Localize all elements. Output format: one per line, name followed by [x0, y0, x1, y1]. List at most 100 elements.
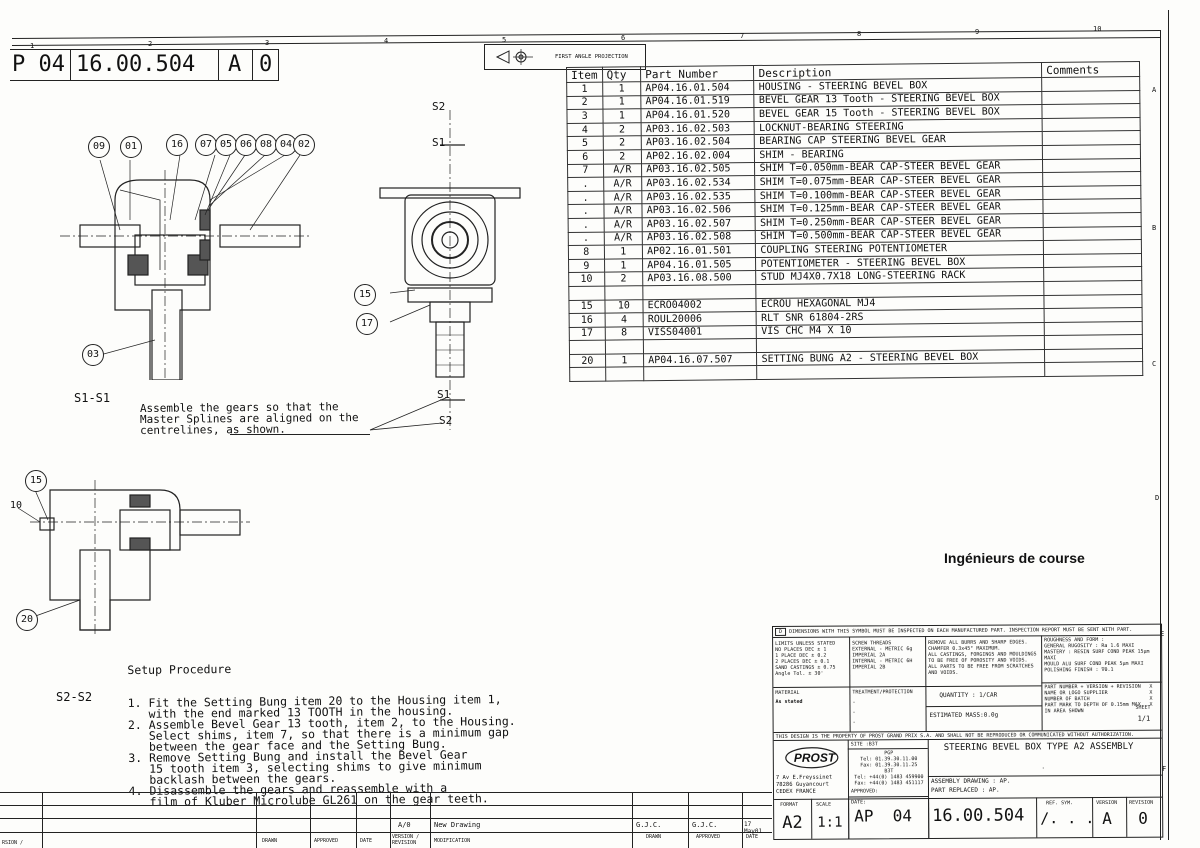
- cell-comments: [1043, 212, 1142, 228]
- cell-qty: A/R: [603, 217, 643, 232]
- cell-item: 5: [567, 136, 603, 151]
- inspection-symbol: D: [775, 627, 787, 636]
- cell-qty: A/R: [603, 231, 643, 246]
- rev-vline-2: [256, 792, 257, 848]
- cell-qty: 2: [602, 136, 642, 151]
- date-label: DATE:: [851, 799, 867, 806]
- rev-vline-4: [356, 792, 357, 848]
- version-value: A: [1102, 808, 1112, 828]
- balloon-05: 05: [215, 134, 237, 156]
- cell-item: 2: [566, 95, 603, 110]
- rev-vline-6: [430, 792, 431, 848]
- header-version: A: [228, 52, 242, 77]
- cell-item: .: [568, 218, 604, 233]
- inspection-note: D DIMENSIONS WITH THIS SYMBOL MUST BE IN…: [775, 626, 1155, 636]
- tb-hline-3: [925, 705, 1042, 708]
- cell-item: .: [567, 190, 604, 205]
- cell-comments: [1042, 185, 1141, 200]
- header-prefix: P 04: [12, 52, 65, 77]
- cell-qty: 1: [605, 353, 644, 368]
- procedure-title: Setup Procedure: [127, 661, 232, 678]
- parts-list-table: Item Qty Part Number Description Comment…: [566, 61, 1143, 382]
- cell-part-number: [642, 284, 757, 300]
- tb-vline-9: [848, 798, 850, 839]
- header-divider-2: [218, 50, 219, 80]
- section-s2-label: S2-S2: [56, 690, 93, 704]
- rev-label-date: DATE: [360, 838, 373, 844]
- rev-approved: G.J.C.: [692, 821, 718, 829]
- cell-part-number: [643, 365, 758, 381]
- section-s1-label: S1-S1: [74, 391, 111, 405]
- cell-item: 6: [567, 150, 604, 165]
- tolerance-line: Angle Tol. ± 30': [775, 670, 824, 677]
- rev-vline-5: [390, 792, 391, 848]
- cell-qty: 1: [604, 258, 643, 273]
- label-s1-top: S1: [432, 136, 446, 149]
- inspection-text: DIMENSIONS WITH THIS SYMBOL MUST BE INSP…: [789, 626, 1133, 635]
- treatment-label: TREATMENT/PROTECTION: [852, 689, 913, 696]
- balloon-08: 08: [255, 134, 277, 156]
- rev-label-approved-2: APPROVED: [696, 834, 721, 840]
- cell-qty: 1: [602, 108, 642, 123]
- cell-comments: [1043, 280, 1142, 296]
- tb-vline-1: [849, 636, 851, 687]
- cell-part-number: AP03.16.02.503: [641, 121, 755, 137]
- col-qty: Qty: [602, 66, 641, 83]
- cell-part-number: AP03.16.08.500: [642, 270, 757, 286]
- roughness: ROUGHNESS AND FORM :GENERAL RUGOSITY : R…: [1044, 637, 1159, 673]
- cell-item: 4: [567, 122, 603, 137]
- procedure-steps: 1. Fit the Setting Bung item 20 to the H…: [128, 692, 517, 809]
- rev-vline-8: [688, 792, 689, 848]
- cell-qty: 4: [604, 312, 644, 327]
- label-s2-bottom: S2: [439, 414, 453, 427]
- cell-qty: 1: [602, 81, 641, 96]
- part-mark-line: PART MARK TO DEPTH OF 0.15mm MAX IN AREA…: [1044, 701, 1141, 715]
- balloon-10-partial: 10: [10, 500, 23, 511]
- prost-logo: PROST: [784, 745, 840, 771]
- cell-comments: [1041, 76, 1140, 92]
- rev-hline-4: [0, 832, 772, 833]
- row-d: D: [1155, 494, 1160, 502]
- balloon-09: 09: [88, 136, 110, 158]
- cell-comments: [1044, 293, 1143, 309]
- cell-part-number: AP04.16.01.519: [640, 94, 755, 109]
- material-label: MATERIAL: [775, 689, 800, 696]
- header-divider-1: [70, 50, 71, 80]
- cell-item: 3: [566, 109, 603, 124]
- rev-hline-1: [0, 792, 772, 793]
- col-2: 2: [148, 40, 153, 48]
- rev-label-date-2: DATE: [746, 834, 759, 840]
- cell-item: [569, 340, 606, 355]
- cell-part-number: AP03.16.02.534: [641, 175, 756, 191]
- sheet-value: 1/1: [1137, 714, 1151, 723]
- cell-comments: [1044, 321, 1143, 336]
- cell-comments: [1043, 266, 1142, 282]
- cell-part-number: AP03.16.02.507: [642, 216, 756, 232]
- header-divider-3: [252, 50, 253, 80]
- cell-item: 8: [568, 245, 605, 260]
- material-value: As stated: [775, 698, 803, 705]
- cell-comments: [1044, 361, 1143, 377]
- rev-ver: A/0: [398, 821, 411, 829]
- cell-part-number: AP04.16.01.505: [642, 257, 757, 273]
- header-number: 16.00.504: [76, 52, 196, 77]
- number-prefix: AP 04: [854, 806, 913, 826]
- cell-part-number: AP03.16.02.504: [641, 134, 755, 150]
- cell-comments: [1041, 90, 1140, 105]
- approved-label: APPROVED:: [850, 788, 879, 795]
- cell-qty: 2: [602, 122, 642, 137]
- end-view-drawing: [379, 110, 521, 430]
- cell-part-number: AP03.16.02.505: [641, 162, 756, 177]
- note-leader-lines: [369, 396, 449, 431]
- title-dash: -: [1041, 765, 1045, 772]
- title-block: D DIMENSIONS WITH THIS SYMBOL MUST BE IN…: [772, 623, 1164, 840]
- projection-box: FIRST ANGLE PROJECTION: [484, 44, 646, 70]
- cell-qty: [604, 339, 644, 354]
- col-3: 3: [265, 39, 270, 47]
- tb-vline-12: [1092, 797, 1094, 838]
- revision-value: 0: [1138, 808, 1148, 828]
- cell-comments: [1042, 103, 1141, 119]
- cell-part-number: AP04.16.07.507: [643, 352, 758, 368]
- cell-item: 16: [569, 313, 605, 328]
- col-comments: Comments: [1041, 61, 1140, 78]
